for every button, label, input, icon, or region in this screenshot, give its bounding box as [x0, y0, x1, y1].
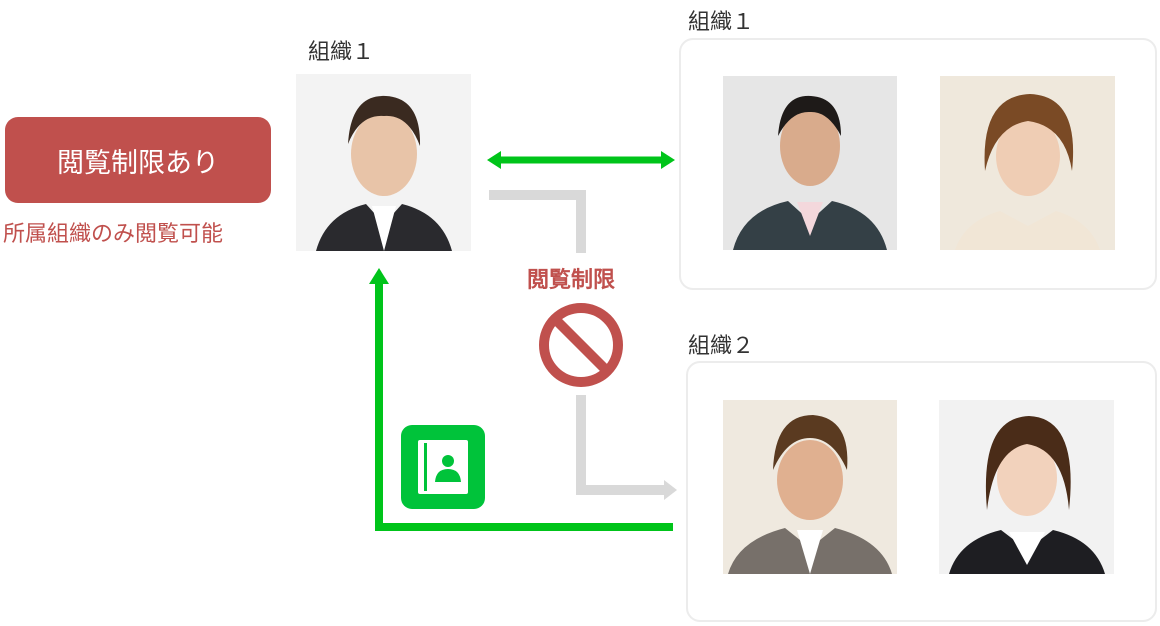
two-way-arrow-org1 [487, 151, 675, 169]
org2-to-user-arrow [369, 268, 673, 531]
prohibited-icon [539, 303, 623, 387]
restricted-badge: 閲覧制限あり [5, 117, 271, 203]
restricted-note: 所属組織のみ閲覧可能 [3, 222, 224, 247]
restricted-badge-label: 閲覧制限あり [57, 147, 219, 179]
org1-label: 組織１ [688, 10, 755, 35]
user-photo [296, 74, 471, 251]
org1-member-photo [723, 76, 897, 250]
org2-group [686, 361, 1157, 622]
user-org-label: 組織１ [308, 40, 375, 65]
org1-member-photo [940, 76, 1115, 250]
restriction-label: 閲覧制限 [527, 268, 616, 293]
org1-group [679, 38, 1157, 290]
address-book-icon [401, 425, 485, 509]
org2-member-photo [723, 400, 897, 574]
org2-label: 組織２ [688, 334, 755, 359]
blocked-path-arrow [489, 190, 677, 500]
org2-member-photo [939, 400, 1114, 574]
